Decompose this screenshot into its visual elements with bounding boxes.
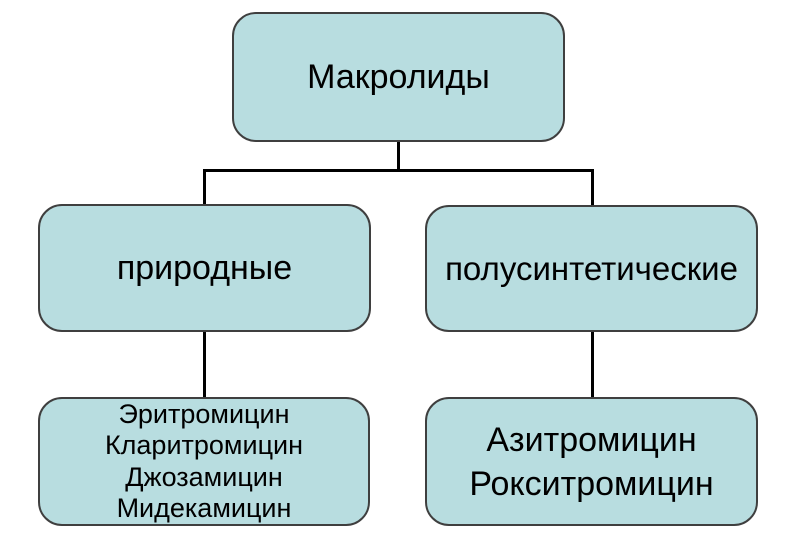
- connector-drop-semisynthetic: [591, 169, 594, 208]
- node-semisynthetic-label: полусинтетические: [445, 249, 738, 287]
- node-semisynthetic: полусинтетические: [425, 205, 758, 332]
- drug-name: Рокситромицин: [469, 464, 714, 503]
- node-semisynthetic-drugs: Азитромицин Рокситромицин: [425, 397, 758, 526]
- connector-drop-natural: [203, 169, 206, 207]
- node-macrolides: Макролиды: [232, 12, 565, 142]
- node-macrolides-label: Макролиды: [307, 57, 490, 96]
- drug-name: Джозамицин: [125, 461, 283, 492]
- connector-natural-to-drugs: [203, 330, 206, 399]
- connector-semisynthetic-to-drugs: [591, 330, 594, 399]
- node-natural: природные: [38, 204, 371, 332]
- node-natural-label: природные: [116, 248, 293, 287]
- drug-name: Кларитромицин: [104, 430, 304, 460]
- drug-name: Эритромицин: [118, 398, 290, 429]
- connector-root-stub: [397, 140, 400, 172]
- drug-name: Азитромицин: [486, 420, 697, 459]
- drug-name: Мидекамицин: [116, 493, 292, 523]
- node-natural-drugs: Эритромицин Кларитромицин Джозамицин Мид…: [38, 397, 370, 526]
- connector-branch-crossbar: [203, 169, 594, 172]
